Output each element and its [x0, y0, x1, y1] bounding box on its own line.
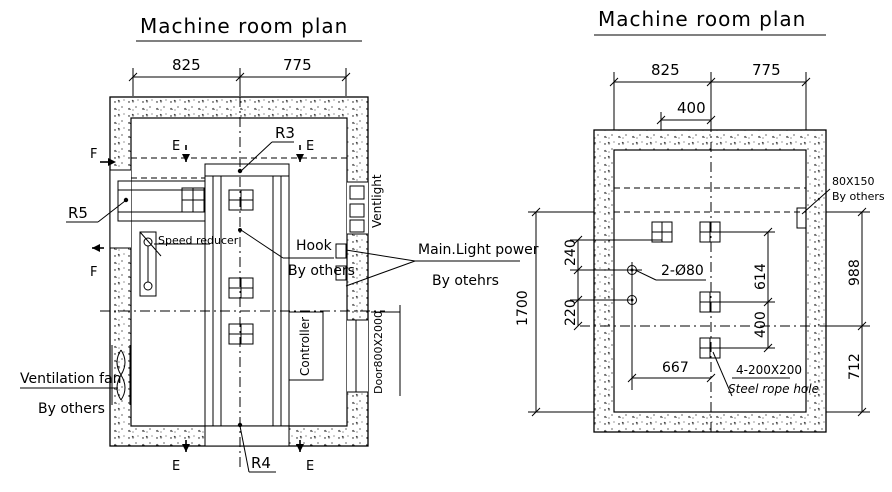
section-e-1: E: [172, 139, 180, 154]
right-dim-775: 775: [752, 61, 781, 79]
section-f-2: F: [90, 265, 97, 280]
dim-988: 988: [847, 259, 863, 286]
dim-712: 712: [847, 353, 863, 380]
rope-holes-label: 4-200X200: [736, 363, 802, 377]
vent-fan-label: Ventilation fan: [20, 371, 121, 387]
door-label: Door800X2000: [372, 311, 385, 394]
holes-label: 2-Ø80: [661, 263, 704, 279]
left-dim-825: 825: [172, 56, 201, 74]
r3-leader: [240, 141, 273, 172]
right-plan: Machine room plan 825 775 400: [515, 7, 885, 433]
ventilation-fan: [111, 345, 131, 405]
r5-leader-2: [97, 200, 126, 223]
r5-label: R5: [68, 204, 88, 222]
section-e-4: E: [306, 459, 314, 474]
left-side-beam: [117, 180, 206, 222]
dim-667: 667: [662, 360, 689, 376]
rope-hole-label: Steel rope hole: [728, 382, 819, 396]
hook-by-label: By others: [288, 263, 355, 279]
right-centerlines: [580, 82, 860, 432]
right-walls: [593, 129, 827, 433]
r4-leader: [239, 425, 250, 473]
r4-label: R4: [251, 454, 271, 472]
right-dim-400-top: 400: [677, 99, 706, 117]
main-light-leader-1: [345, 249, 416, 262]
left-title: Machine room plan: [140, 14, 348, 38]
dim-400-inner: 400: [753, 311, 769, 338]
r3-label: R3: [275, 124, 295, 142]
vent-fan-by: By others: [38, 401, 105, 417]
right-top-dimension: [609, 72, 811, 218]
controller-label: Controller: [298, 317, 312, 376]
left-centerlines: [100, 77, 385, 470]
main-light-by-label: By otehrs: [432, 273, 499, 289]
light-power-boxes: [335, 243, 347, 281]
section-marks: [92, 145, 304, 452]
rope-hole-leader: [712, 351, 733, 397]
hook-label: Hook: [296, 238, 333, 254]
round-holes: [622, 262, 642, 390]
controller: [288, 311, 324, 381]
opening-leader: [801, 188, 831, 215]
right-title: Machine room plan: [598, 7, 806, 31]
left-dim-775: 775: [283, 56, 312, 74]
holes-leader: [634, 269, 657, 281]
right-inner-dimensions: [627, 227, 775, 383]
right-left-dimensions: [528, 207, 662, 417]
dim-240: 240: [563, 239, 579, 266]
hook-leader: [240, 229, 284, 259]
left-beam-assembly: [204, 163, 290, 428]
right-right-dimensions: [826, 207, 870, 417]
speed-reducer-label: Speed reducer: [158, 234, 239, 247]
opening-label: 80X150: [832, 175, 875, 188]
section-f-1: F: [90, 147, 97, 162]
opening-by-label: By others: [832, 190, 885, 203]
section-e-3: E: [172, 459, 180, 474]
speed-reducer: [139, 231, 162, 297]
right-dim-825: 825: [651, 61, 680, 79]
main-light-leader-2: [345, 260, 416, 287]
main-light-label: Main.Light power: [418, 242, 539, 258]
dim-220: 220: [563, 299, 579, 326]
ventlight-label: Ventlight: [370, 174, 384, 228]
left-plan: Machine room plan 825 775: [20, 14, 539, 474]
section-e-2: E: [306, 139, 314, 154]
dim-1700: 1700: [515, 290, 531, 326]
dim-614: 614: [753, 263, 769, 290]
